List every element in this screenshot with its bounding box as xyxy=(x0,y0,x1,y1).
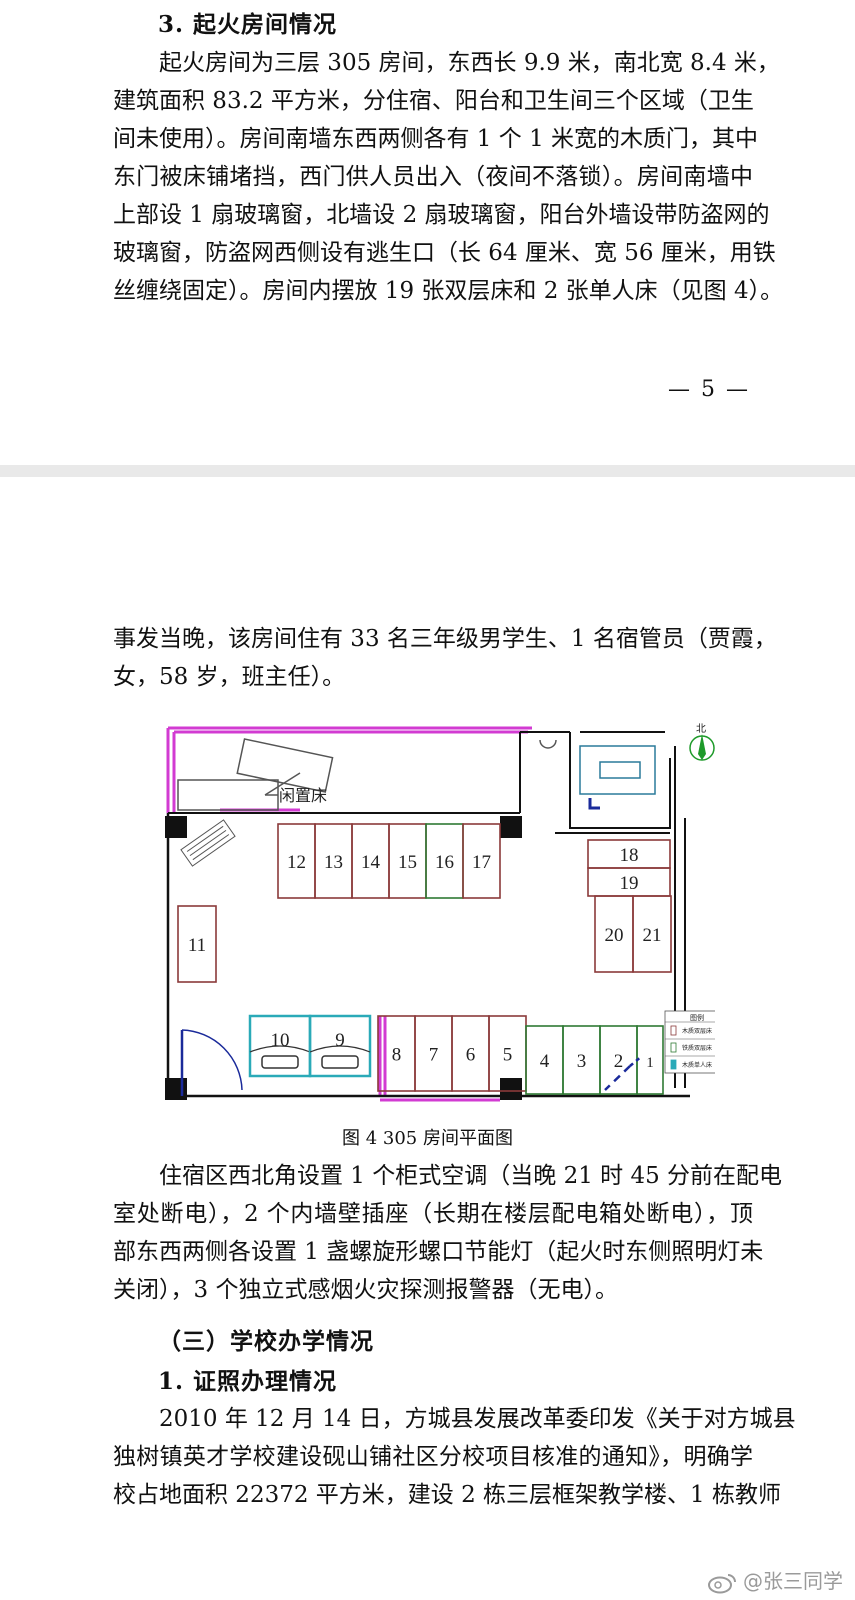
bathroom-fixtures-icon xyxy=(539,739,656,810)
bed-2: 2 xyxy=(599,1025,638,1095)
bed-number: 9 xyxy=(335,1030,345,1051)
bed-7: 7 xyxy=(414,1015,453,1092)
text-line: 玻璃窗，防盗网西侧设有逃生口（长 64 厘米、宽 56 厘米，用铁 xyxy=(113,240,776,266)
bed-17: 17 xyxy=(462,823,501,899)
legend-title: 图例 xyxy=(690,1013,704,1022)
bed-frame xyxy=(177,905,217,983)
text-line: 独树镇英才学校建设砚山铺社区分校项目核准的通知》，明确学 xyxy=(113,1444,753,1470)
legend-box: 图例 木质双层床 铁质双层床 木质单人床 xyxy=(664,1010,715,1074)
bed-number: 20 xyxy=(605,925,624,946)
bed-14: 14 xyxy=(351,823,390,899)
bed-number: 15 xyxy=(398,852,417,873)
bed-frame xyxy=(462,823,501,899)
text-line: 住宿区西北角设置 1 个柜式空调（当晚 21 时 45 分前在配电 xyxy=(159,1163,783,1189)
bed-number: 5 xyxy=(503,1045,513,1066)
text-line: 东门被床铺堵挡，西门供人员出入（夜间不落锁）。房间南墙中 xyxy=(113,164,753,190)
bed-frame xyxy=(632,895,672,973)
bed-4: 4 xyxy=(525,1025,564,1095)
section-heading-school-operation: （三）学校办学情况 xyxy=(158,1328,374,1355)
bed-16: 16 xyxy=(425,823,464,899)
legend-swatch-iron xyxy=(670,1042,677,1053)
text-line: 室处断电），2 个内墙壁插座（长期在楼层配电箱处断电），顶 xyxy=(113,1201,753,1227)
bed-frame xyxy=(308,1014,372,1078)
figure-caption: 图 4 305 房间平面图 xyxy=(342,1128,513,1149)
bed-number: 1 xyxy=(646,1055,654,1071)
bed-1: 1 xyxy=(636,1025,664,1095)
bed-number: 4 xyxy=(540,1051,550,1072)
bed-20: 20 xyxy=(594,895,634,973)
legend-item-single: 木质单人床 xyxy=(682,1061,712,1069)
text-line: 2010 年 12 月 14 日，方城县发展改革委印发《关于对方城县 xyxy=(159,1406,796,1432)
text-line: 起火房间为三层 305 房间，东西长 9.9 米，南北宽 8.4 米， xyxy=(159,50,780,76)
text-line: 建筑面积 83.2 平方米，分住宿、阳台和卫生间三个区域（卫生 xyxy=(113,88,754,114)
weibo-logo-icon xyxy=(707,1573,736,1593)
section-heading-licenses: 1. 证照办理情况 xyxy=(158,1368,338,1395)
bed-number: 13 xyxy=(324,852,343,873)
north-label: 北 xyxy=(696,723,706,735)
legend-item-wood: 木质双层床 xyxy=(682,1027,712,1035)
equipment-paragraph: 住宿区西北角设置 1 个柜式空调（当晚 21 时 45 分前在配电 室处断电），… xyxy=(113,1157,783,1309)
section-heading-fire-room: 3. 起火房间情况 xyxy=(158,11,338,38)
legend-swatch-wood xyxy=(670,1025,677,1036)
pillow xyxy=(321,1055,359,1069)
bed-number: 14 xyxy=(361,852,381,873)
blanket-line xyxy=(309,1045,371,1053)
text-line: 丝缠绕固定）。房间内摆放 19 张双层床和 2 张单人床（见图 4）。 xyxy=(113,278,784,304)
bed-10: 10 xyxy=(248,1014,312,1078)
bed-18: 18 xyxy=(587,839,671,869)
air-conditioner-icon xyxy=(180,819,236,867)
text-line: 校占地面积 22372 平方米，建设 2 栋三层框架教学楼、1 栋教师 xyxy=(113,1482,781,1508)
bed-number: 10 xyxy=(271,1030,290,1051)
bed-13: 13 xyxy=(314,823,353,899)
bed-number: 12 xyxy=(287,852,306,873)
text-line: 关闭），3 个独立式感烟火灾探测报警器（无电）。 xyxy=(113,1277,618,1303)
residents-paragraph: 事发当晚，该房间住有 33 名三年级男学生、1 名宿管员（贾霞， 女，58 岁，… xyxy=(113,620,777,696)
text-line: 部东西两侧各设置 1 盏螺旋形螺口节能灯（起火时东侧照明灯未 xyxy=(113,1239,764,1265)
doors xyxy=(180,1029,643,1096)
bed-11: 11 xyxy=(177,905,217,983)
text-line: 上部设 1 扇玻璃窗，北墙设 2 扇玻璃窗，阳台外墙设带防盗网的 xyxy=(113,202,770,228)
bed-6: 6 xyxy=(451,1015,490,1092)
watermark-text: @张三同学 xyxy=(743,1569,843,1593)
bed-15: 15 xyxy=(388,823,427,899)
bed-number: 3 xyxy=(577,1051,587,1072)
bed-3: 3 xyxy=(562,1025,601,1095)
bed-number: 11 xyxy=(188,935,206,956)
page-number: — 5 — xyxy=(668,377,750,402)
text-line: 事发当晚，该房间住有 33 名三年级男学生、1 名宿管员（贾霞， xyxy=(113,626,777,652)
text-line: 女，58 岁，班主任）。 xyxy=(113,664,346,690)
bed-number: 2 xyxy=(614,1051,624,1072)
idle-bed-label: 闲置床 xyxy=(279,787,327,805)
blanket-line xyxy=(249,1045,311,1053)
bed-number: 19 xyxy=(620,873,639,894)
weibo-watermark: @张三同学 xyxy=(707,1565,843,1594)
bed-number: 17 xyxy=(472,852,491,873)
page-separator xyxy=(0,465,855,477)
north-arrow-icon xyxy=(689,734,715,761)
bed-number: 7 xyxy=(429,1045,439,1066)
bed-21: 21 xyxy=(632,895,672,973)
bed-number: 6 xyxy=(466,1045,476,1066)
legend-item-iron: 铁质双层床 xyxy=(682,1044,712,1052)
bed-number: 18 xyxy=(620,845,639,866)
fire-room-paragraph: 起火房间为三层 305 房间，东西长 9.9 米，南北宽 8.4 米， 建筑面积… xyxy=(113,44,784,310)
document-page-5: 3. 起火房间情况 起火房间为三层 305 房间，东西长 9.9 米，南北宽 8… xyxy=(0,0,855,465)
pillow xyxy=(261,1055,299,1069)
text-line: 间未使用）。房间南墙东西两侧各有 1 个 1 米宽的木质门，其中 xyxy=(113,126,759,152)
bed-9: 9 xyxy=(308,1014,372,1078)
licenses-paragraph: 2010 年 12 月 14 日，方城县发展改革委印发《关于对方城县 独树镇英才… xyxy=(113,1400,796,1514)
legend-swatch-single xyxy=(670,1059,677,1070)
bed-number: 8 xyxy=(392,1045,402,1066)
bed-12: 12 xyxy=(277,823,316,899)
bed-number: 21 xyxy=(643,925,662,946)
idle-beds xyxy=(177,738,334,811)
bed-number: 16 xyxy=(435,852,454,873)
bed-19: 19 xyxy=(587,867,671,897)
